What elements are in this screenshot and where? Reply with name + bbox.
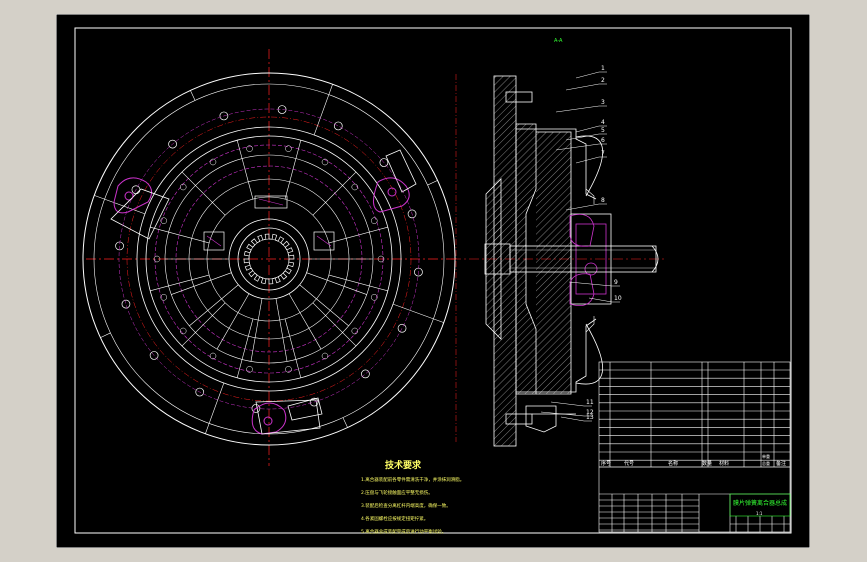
header-index: 序号 bbox=[601, 461, 612, 467]
header-total-weight: 总重 bbox=[762, 461, 770, 466]
part-number-13: 13 bbox=[586, 414, 594, 421]
header-qty: 数量 bbox=[702, 461, 713, 467]
requirement-4: 4.各紧固螺栓应按规定扭矩拧紧。 bbox=[361, 517, 429, 522]
part-number-9: 9 bbox=[614, 279, 618, 286]
part-number-6: 6 bbox=[601, 137, 605, 144]
section-view bbox=[451, 71, 666, 447]
requirement-1: 1.离合器装配前各零件需清洗干净，并涂抹润滑脂。 bbox=[361, 478, 465, 483]
part-number-1: 1 bbox=[601, 65, 605, 72]
part-number-2: 2 bbox=[601, 77, 605, 84]
part-number-10: 10 bbox=[614, 295, 622, 302]
header-remarks: 备注 bbox=[776, 461, 787, 467]
cad-drawing bbox=[56, 14, 810, 548]
sheet-border bbox=[56, 14, 810, 548]
front-view bbox=[82, 49, 456, 466]
part-number-12: 12 bbox=[586, 409, 594, 416]
requirement-5: 5.离合器总成装配完成后进行动平衡试验。 bbox=[361, 530, 447, 535]
header-name: 名称 bbox=[668, 461, 679, 467]
technical-requirements-title: 技术要求 bbox=[385, 461, 422, 471]
drawing-title: 膜片弹簧离合器总成 bbox=[733, 500, 788, 507]
part-number-8: 8 bbox=[601, 197, 605, 204]
header-code: 代号 bbox=[624, 461, 635, 467]
section-label: A-A bbox=[554, 38, 563, 44]
part-number-4: 4 bbox=[601, 119, 605, 126]
title-block bbox=[598, 361, 791, 533]
part-number-5: 5 bbox=[601, 127, 605, 134]
requirement-3: 3.装配后检查分离杠杆内端高度，确保一致。 bbox=[361, 504, 451, 509]
part-number-3: 3 bbox=[601, 99, 605, 106]
header-unit-weight: 单重 bbox=[762, 454, 770, 459]
header-material: 材料 bbox=[719, 461, 730, 467]
part-number-7: 7 bbox=[601, 150, 605, 157]
inner-frame bbox=[74, 27, 792, 534]
scale-value: 1:1 bbox=[756, 511, 763, 516]
part-number-11: 11 bbox=[586, 399, 594, 406]
requirement-2: 2.压盘与飞轮接触面应平整无损伤。 bbox=[361, 491, 433, 496]
